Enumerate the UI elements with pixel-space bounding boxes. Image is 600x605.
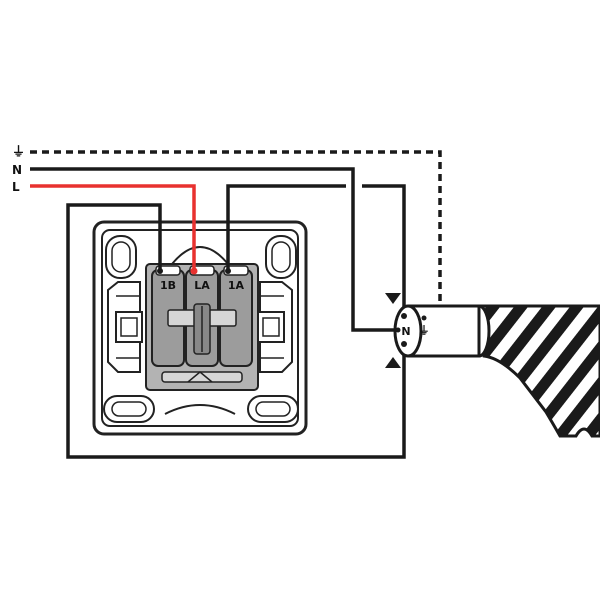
earth-wire: [30, 150, 442, 320]
connector-neutral-label: N: [401, 325, 410, 338]
neutral-wire: [30, 167, 398, 332]
neutral-label: N: [12, 163, 22, 177]
connector-earth-label: ⏚: [419, 324, 430, 337]
cable-sheath: [467, 304, 600, 438]
arrow-up-icon: [385, 357, 401, 368]
right-clamp: [257, 281, 293, 373]
terminal-label-la: LA: [194, 279, 210, 292]
earth-label: ⏚: [12, 145, 25, 160]
switched-wire-1a: [226, 184, 346, 271]
cable-connector: [393, 304, 481, 358]
terminal-label-1b: 1B: [160, 279, 176, 292]
live-wire: [30, 184, 196, 271]
left-clamp: [107, 281, 143, 373]
terminal-label-1a: 1A: [228, 279, 245, 292]
switch-mechanism: [145, 263, 259, 391]
arrow-down-icon: [385, 293, 401, 304]
switched-wire-1b: [66, 203, 406, 459]
switched-wire-1a-continuation: [362, 184, 406, 316]
live-label: L: [12, 180, 20, 194]
